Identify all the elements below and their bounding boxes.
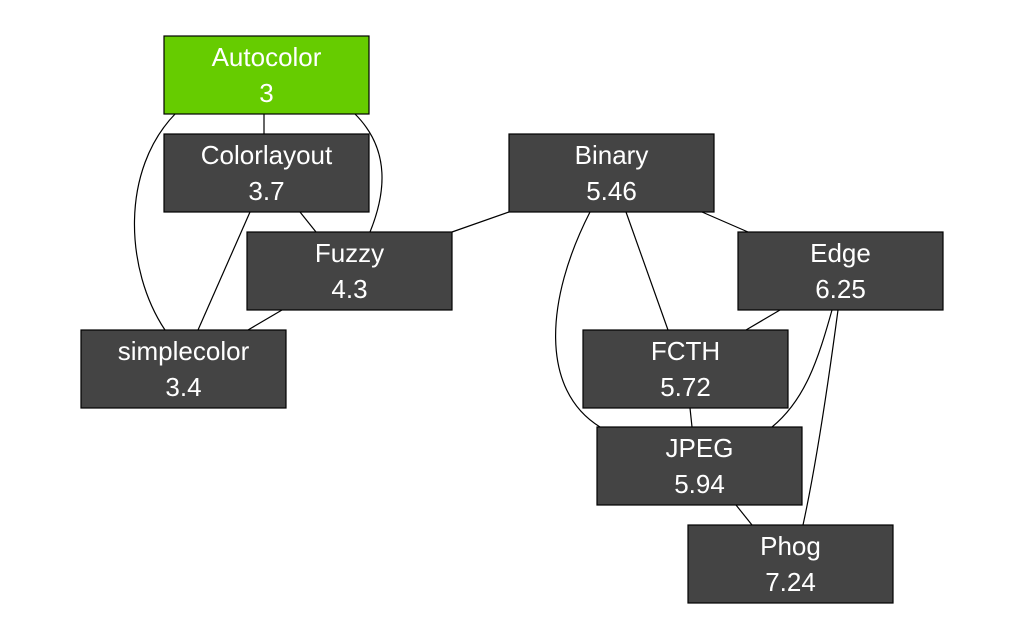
- node-box-phog: [687, 524, 894, 604]
- node-box-autocolor: [163, 35, 370, 115]
- node-name-jpeg: JPEG: [666, 433, 734, 463]
- edge-fcth-jpeg: [689, 407, 693, 428]
- node-binary: Binary 5.46: [508, 133, 715, 213]
- node-value-colorlayout: 3.7: [248, 176, 284, 206]
- node-name-binary: Binary: [575, 140, 649, 170]
- node-value-autocolor: 3: [259, 78, 273, 108]
- edge-binary-fcth: [625, 211, 669, 331]
- node-phog: Phog 7.24: [687, 524, 894, 604]
- node-fcth: FCTH 5.72: [582, 329, 789, 409]
- node-value-edge: 6.25: [815, 274, 866, 304]
- edge-edge-jpeg: [771, 309, 833, 428]
- edge-colorlayout-fuzzy: [299, 211, 317, 233]
- edges-layer: [133, 112, 839, 526]
- edge-fuzzy-simplecolor: [247, 309, 283, 331]
- node-value-fuzzy: 4.3: [331, 274, 367, 304]
- node-name-colorlayout: Colorlayout: [201, 140, 333, 170]
- node-box-binary: [508, 133, 715, 213]
- node-name-autocolor: Autocolor: [212, 42, 322, 72]
- node-simplecolor: simplecolor 3.4: [80, 329, 287, 409]
- node-name-fuzzy: Fuzzy: [315, 238, 384, 268]
- edge-autocolor-fuzzy: [353, 112, 383, 233]
- node-jpeg: JPEG 5.94: [596, 426, 803, 506]
- edge-edge-phog: [802, 309, 839, 526]
- node-box-simplecolor: [80, 329, 287, 409]
- node-name-edge: Edge: [810, 238, 871, 268]
- node-box-jpeg: [596, 426, 803, 506]
- node-value-binary: 5.46: [586, 176, 637, 206]
- node-edge: Edge 6.25: [737, 231, 944, 311]
- node-value-jpeg: 5.94: [674, 469, 725, 499]
- node-autocolor: Autocolor 3: [163, 35, 370, 115]
- node-value-phog: 7.24: [765, 567, 816, 597]
- node-name-phog: Phog: [760, 531, 821, 561]
- node-box-fcth: [582, 329, 789, 409]
- node-value-simplecolor: 3.4: [165, 372, 201, 402]
- node-name-simplecolor: simplecolor: [118, 336, 250, 366]
- edge-jpeg-phog: [735, 504, 753, 526]
- node-box-colorlayout: [163, 133, 370, 213]
- node-fuzzy: Fuzzy 4.3: [246, 231, 453, 311]
- node-colorlayout: Colorlayout 3.7: [163, 133, 370, 213]
- edge-edge-fcth: [745, 309, 781, 331]
- edge-colorlayout-simplecolor: [197, 211, 251, 331]
- edge-binary-edge: [701, 211, 749, 233]
- edge-fuzzy-binary: [451, 211, 510, 233]
- node-name-fcth: FCTH: [651, 336, 720, 366]
- edge-autocolor-simplecolor: [133, 112, 177, 331]
- edge-binary-jpeg: [555, 211, 601, 428]
- node-box-edge: [737, 231, 944, 311]
- node-value-fcth: 5.72: [660, 372, 711, 402]
- node-box-fuzzy: [246, 231, 453, 311]
